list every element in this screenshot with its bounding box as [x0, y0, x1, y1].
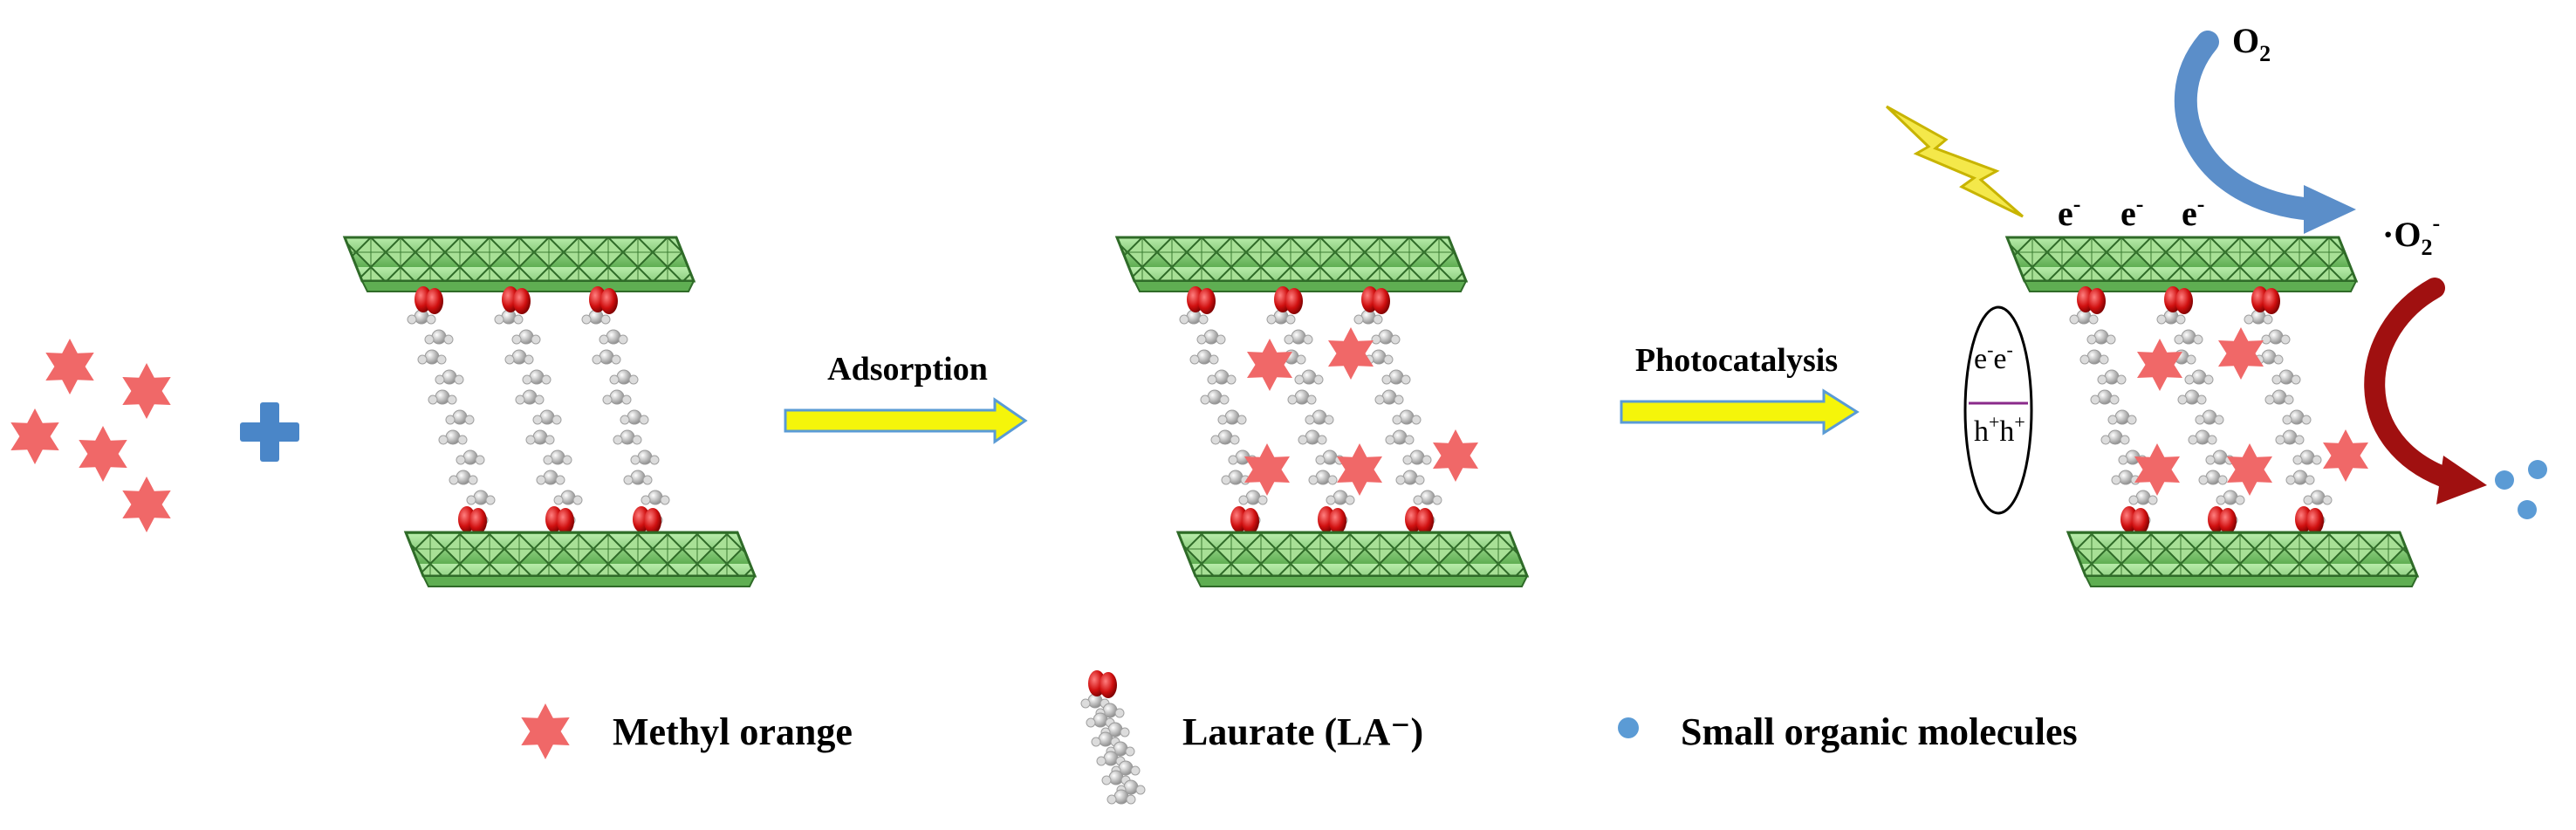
- free-methyl-orange-group: [10, 339, 171, 532]
- star-icon: [2137, 339, 2182, 391]
- legend-item-laurate: Laurate (LA⁻): [1080, 670, 1423, 805]
- photocatalysis-arrow: [1620, 388, 1860, 436]
- adsorption-arrow: [784, 397, 1028, 444]
- star-icon: [1328, 327, 1374, 380]
- star-icon: [2227, 443, 2272, 496]
- star-icon: [45, 339, 94, 394]
- svg-text:e-: e-: [2120, 191, 2143, 233]
- svg-text:e-: e-: [2182, 191, 2204, 233]
- star-icon: [79, 426, 127, 482]
- dot-icon: [2528, 460, 2547, 479]
- star-icon: [122, 477, 171, 532]
- star-icon: [2134, 443, 2180, 496]
- degradation-arrow: [2364, 278, 2487, 504]
- ldh-structure-photocatalysis: [2004, 236, 2420, 587]
- ldh-structure-adsorbed: [1114, 236, 1530, 587]
- star-icon: [1433, 429, 1478, 482]
- adsorbed-methyl-orange-group: [1244, 327, 1478, 496]
- legend-label: Laurate (LA⁻): [1182, 710, 1423, 753]
- svg-text:e-: e-: [2058, 191, 2080, 233]
- legend-label: Small organic molecules: [1681, 710, 2078, 753]
- superoxide-label: ·O2-: [2382, 210, 2440, 260]
- dot-icon: [2518, 500, 2537, 519]
- legend: Methyl orange Laurate (LA⁻) Small organi…: [521, 670, 2078, 805]
- star-icon: [10, 408, 59, 464]
- small-molecules-group: [2495, 460, 2547, 519]
- star-icon: [1337, 443, 1382, 496]
- dot-icon: [1618, 717, 1639, 738]
- legend-label: Methyl orange: [613, 710, 853, 753]
- ldh-structure-initial: [342, 236, 757, 587]
- laurate-chain-icon: [1080, 670, 1146, 805]
- star-icon: [1244, 443, 1290, 496]
- photocatalysis-label: Photocatalysis: [1635, 342, 1838, 379]
- lightning-bolt-icon: [1885, 105, 2024, 218]
- star-icon: [1247, 339, 1292, 391]
- star-icon: [521, 703, 570, 759]
- legend-item-methyl-orange: Methyl orange: [521, 703, 853, 759]
- plus-icon: [240, 402, 299, 462]
- electron-labels: e- e- e-: [2058, 191, 2204, 233]
- oxygen-reduction-arrow: [2174, 31, 2356, 234]
- adsorption-label: Adsorption: [827, 351, 988, 388]
- dot-icon: [2495, 470, 2514, 490]
- svg-text:h+h+: h+h+: [1974, 411, 2025, 448]
- star-icon: [2218, 327, 2264, 380]
- star-icon: [122, 363, 171, 419]
- electron-hole-pair-icon: e-e- h+h+: [1963, 305, 2033, 515]
- star-icon: [2323, 429, 2368, 482]
- degrading-methyl-orange-group: [2134, 327, 2368, 496]
- legend-item-small-molecules: Small organic molecules: [1618, 710, 2078, 753]
- svg-text:e-e-: e-e-: [1974, 339, 2013, 375]
- oxygen-label: O2: [2232, 21, 2271, 66]
